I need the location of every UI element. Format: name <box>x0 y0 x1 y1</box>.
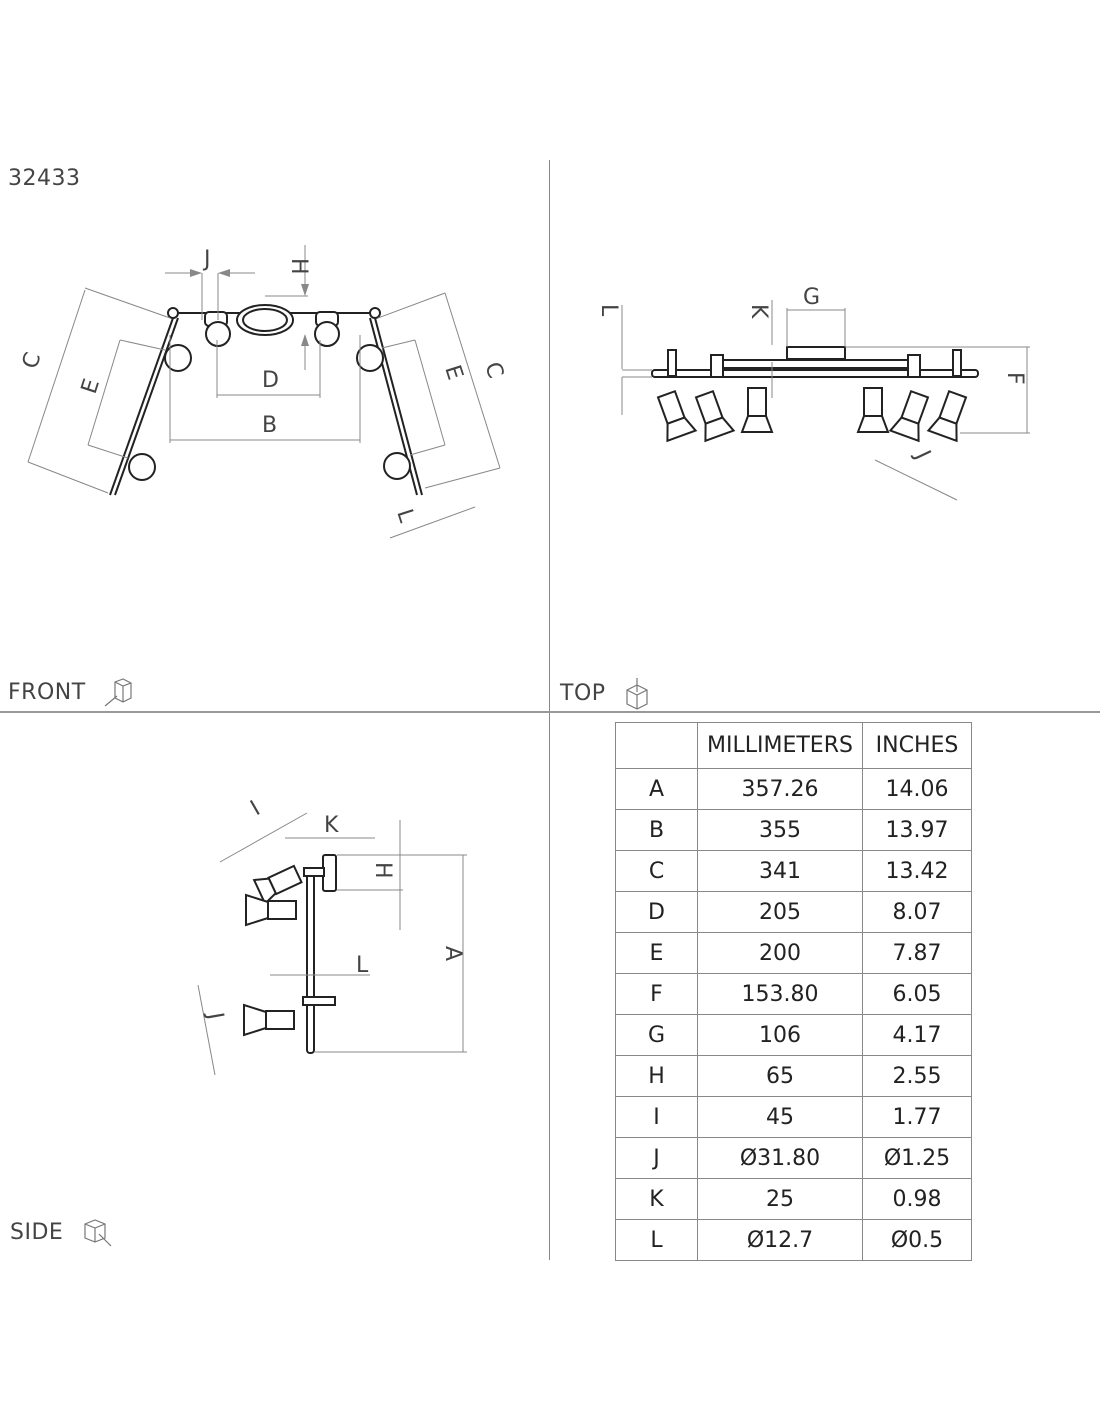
row-in: 8.07 <box>862 891 972 933</box>
dim-label-L-top: L <box>596 304 621 317</box>
row-mm: 205 <box>697 891 863 933</box>
cube-top-view-icon <box>626 678 648 710</box>
dim-label-F-top: F <box>1002 372 1027 385</box>
row-in: 13.97 <box>862 809 972 851</box>
dim-label-K-top: K <box>746 304 771 319</box>
row-in: 7.87 <box>862 932 972 974</box>
dim-label-L-front: L <box>391 506 419 526</box>
dim-label-G-top: G <box>803 285 820 310</box>
row-mm: 357.26 <box>697 768 863 810</box>
dim-label-H-side: H <box>370 862 395 879</box>
side-view-dimensions: A H K L I J <box>197 796 467 1076</box>
row-in: 4.17 <box>862 1014 972 1056</box>
row-mm: 106 <box>697 1014 863 1056</box>
dim-label-E-front-right: E <box>439 362 467 383</box>
row-key: K <box>615 1178 698 1220</box>
cube-side-view-icon <box>84 1219 112 1247</box>
row-key: C <box>615 850 698 892</box>
row-key: L <box>615 1219 698 1261</box>
row-in: 13.42 <box>862 850 972 892</box>
dim-label-K-side: K <box>324 813 339 838</box>
row-in: 14.06 <box>862 768 972 810</box>
cube-front-view-icon <box>104 678 132 707</box>
side-view-caption: SIDE <box>10 1218 113 1248</box>
table-header-inches: INCHES <box>862 722 972 769</box>
row-mm: 355 <box>697 809 863 851</box>
row-mm: 341 <box>697 850 863 892</box>
row-mm: 45 <box>697 1096 863 1138</box>
row-key: B <box>615 809 698 851</box>
table-header-key <box>615 722 698 769</box>
side-view-drawing <box>243 854 337 1054</box>
row-key: A <box>615 768 698 810</box>
dim-label-J-side: J <box>202 1009 228 1022</box>
row-in: 1.77 <box>862 1096 972 1138</box>
row-mm: 65 <box>697 1055 863 1097</box>
row-key: H <box>615 1055 698 1097</box>
row-in: 6.05 <box>862 973 972 1015</box>
dim-label-L-side: L <box>356 953 369 978</box>
row-mm: Ø12.7 <box>697 1219 863 1261</box>
front-view-dimensions: J H D B C E C E L <box>18 245 508 539</box>
dim-label-I-side: I <box>247 796 265 821</box>
dim-label-J-front: J <box>202 247 211 272</box>
row-key: G <box>615 1014 698 1056</box>
vertical-divider <box>549 160 550 1260</box>
top-view-dimensions: G K L F J <box>596 285 1030 501</box>
row-key: F <box>615 973 698 1015</box>
row-mm: Ø31.80 <box>697 1137 863 1179</box>
dim-label-H-front: H <box>286 258 311 275</box>
row-key: E <box>615 932 698 974</box>
row-key: D <box>615 891 698 933</box>
front-view-label: FRONT <box>8 680 86 705</box>
table-header-millimeters: MILLIMETERS <box>697 722 863 769</box>
dim-label-C-front-left: C <box>18 350 47 372</box>
dim-label-J-top: J <box>909 445 935 463</box>
dim-label-E-front-left: E <box>77 376 105 397</box>
top-view-label: TOP <box>560 681 606 706</box>
row-mm: 25 <box>697 1178 863 1220</box>
row-mm: 153.80 <box>697 973 863 1015</box>
row-mm: 200 <box>697 932 863 974</box>
row-in: 0.98 <box>862 1178 972 1220</box>
product-code: 32433 <box>8 166 81 191</box>
dim-label-C-front-right: C <box>479 359 508 381</box>
row-key: I <box>615 1096 698 1138</box>
side-view-label: SIDE <box>10 1220 64 1245</box>
dim-label-B-front: B <box>262 413 277 438</box>
front-view-drawing <box>109 304 423 496</box>
row-in: Ø1.25 <box>862 1137 972 1179</box>
horizontal-divider <box>0 711 1100 713</box>
front-view-caption: FRONT <box>8 678 135 708</box>
row-in: Ø0.5 <box>862 1219 972 1261</box>
row-key: J <box>615 1137 698 1179</box>
dim-label-A-side: A <box>440 946 465 961</box>
top-view-drawing <box>651 346 979 443</box>
row-in: 2.55 <box>862 1055 972 1097</box>
top-view-caption: TOP <box>560 678 653 710</box>
table-header-row: MILLIMETERS INCHES <box>615 722 972 769</box>
dim-label-D-front: D <box>262 368 279 393</box>
